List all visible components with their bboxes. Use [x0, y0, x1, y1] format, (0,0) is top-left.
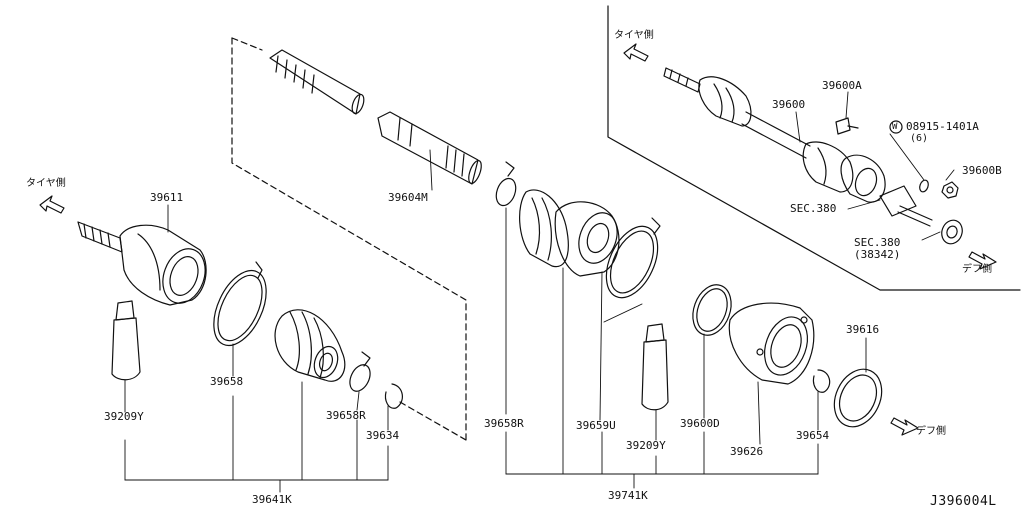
part-label-39741K[interactable]: 39741K: [608, 489, 648, 502]
label-tire-side-left: タイヤ側: [26, 178, 66, 189]
part-label-39626[interactable]: 39626: [730, 445, 764, 458]
boot-band-39659U: [605, 217, 661, 299]
part-label-39604M[interactable]: 39604M: [388, 191, 428, 204]
part-label-39600A[interactable]: 39600A: [822, 79, 862, 92]
washer-08915: [919, 179, 929, 193]
snap-ring-39634: [384, 383, 403, 409]
outer-cv-joint-39611: [77, 221, 207, 306]
boot-band-39658R-left: [349, 351, 371, 392]
boot-band-39658R-mid: [495, 161, 517, 207]
housing-39626: [728, 302, 815, 385]
part-label-39600B[interactable]: 39600B: [962, 164, 1002, 177]
diagram-code: J396004L: [930, 494, 997, 509]
washer-39600B: [941, 181, 959, 199]
bolt-39600A: [835, 117, 859, 135]
part-label-39209Y-mid[interactable]: 39209Y: [626, 439, 666, 452]
part-label-08915-1401A[interactable]: 08915-1401A: [906, 120, 979, 133]
boot-band-39658: [213, 261, 267, 347]
part-label-39611[interactable]: 39611: [150, 191, 184, 204]
part-label-39659U[interactable]: 39659U: [576, 419, 616, 432]
section-label-sec380-a[interactable]: SEC.380: [790, 202, 837, 215]
arrow-diff-side-inset: [968, 251, 997, 270]
bearing-38342: [941, 219, 963, 245]
shaft-spline-lower: [377, 111, 482, 185]
circlip-39600D: [692, 284, 732, 336]
grease-tube-mid: [641, 323, 669, 411]
inset-drive-shaft: [663, 67, 933, 227]
inner-joint-housing: [554, 201, 620, 277]
leader-lines: [124, 91, 955, 493]
snap-ring-39654: [812, 369, 831, 393]
section-label-sec380-b[interactable]: SEC.380: [854, 236, 901, 249]
dashed-group-outline: [231, 37, 467, 441]
part-label-39616[interactable]: 39616: [846, 323, 880, 336]
part-label-39600D[interactable]: 39600D: [680, 417, 720, 430]
arrow-tire-side-inset: [623, 43, 649, 62]
arrow-tire-side-left: [39, 195, 65, 214]
part-label-39658R-left[interactable]: 39658R: [326, 409, 366, 422]
part-label-39600[interactable]: 39600: [772, 98, 806, 111]
part-label-39209Y-left[interactable]: 39209Y: [104, 410, 144, 423]
part-label-39658R-mid[interactable]: 39658R: [484, 417, 524, 430]
arrow-diff-side-main: [890, 417, 919, 436]
boot-inner: [519, 189, 569, 268]
part-label-39654[interactable]: 39654: [796, 429, 830, 442]
seal-39616: [833, 368, 883, 428]
inset-frame: [607, 5, 1021, 291]
shaft-spline-upper: [269, 49, 365, 115]
part-label-39658[interactable]: 39658: [210, 375, 244, 388]
grease-tube-left: [111, 300, 141, 381]
label-diff-side-main: デフ側: [916, 426, 946, 437]
part-label-39634[interactable]: 39634: [366, 429, 400, 442]
section-sub-38342: (38342): [854, 248, 901, 261]
w-marker-letter: W: [892, 122, 898, 132]
part-qty-08915: (6): [910, 133, 929, 144]
label-diff-side-inset: デフ側: [962, 264, 992, 275]
label-tire-side-inset: タイヤ側: [614, 30, 654, 41]
boot-left: [274, 309, 346, 382]
part-label-39641K[interactable]: 39641K: [252, 493, 292, 506]
w-marker-circle: [889, 120, 903, 134]
